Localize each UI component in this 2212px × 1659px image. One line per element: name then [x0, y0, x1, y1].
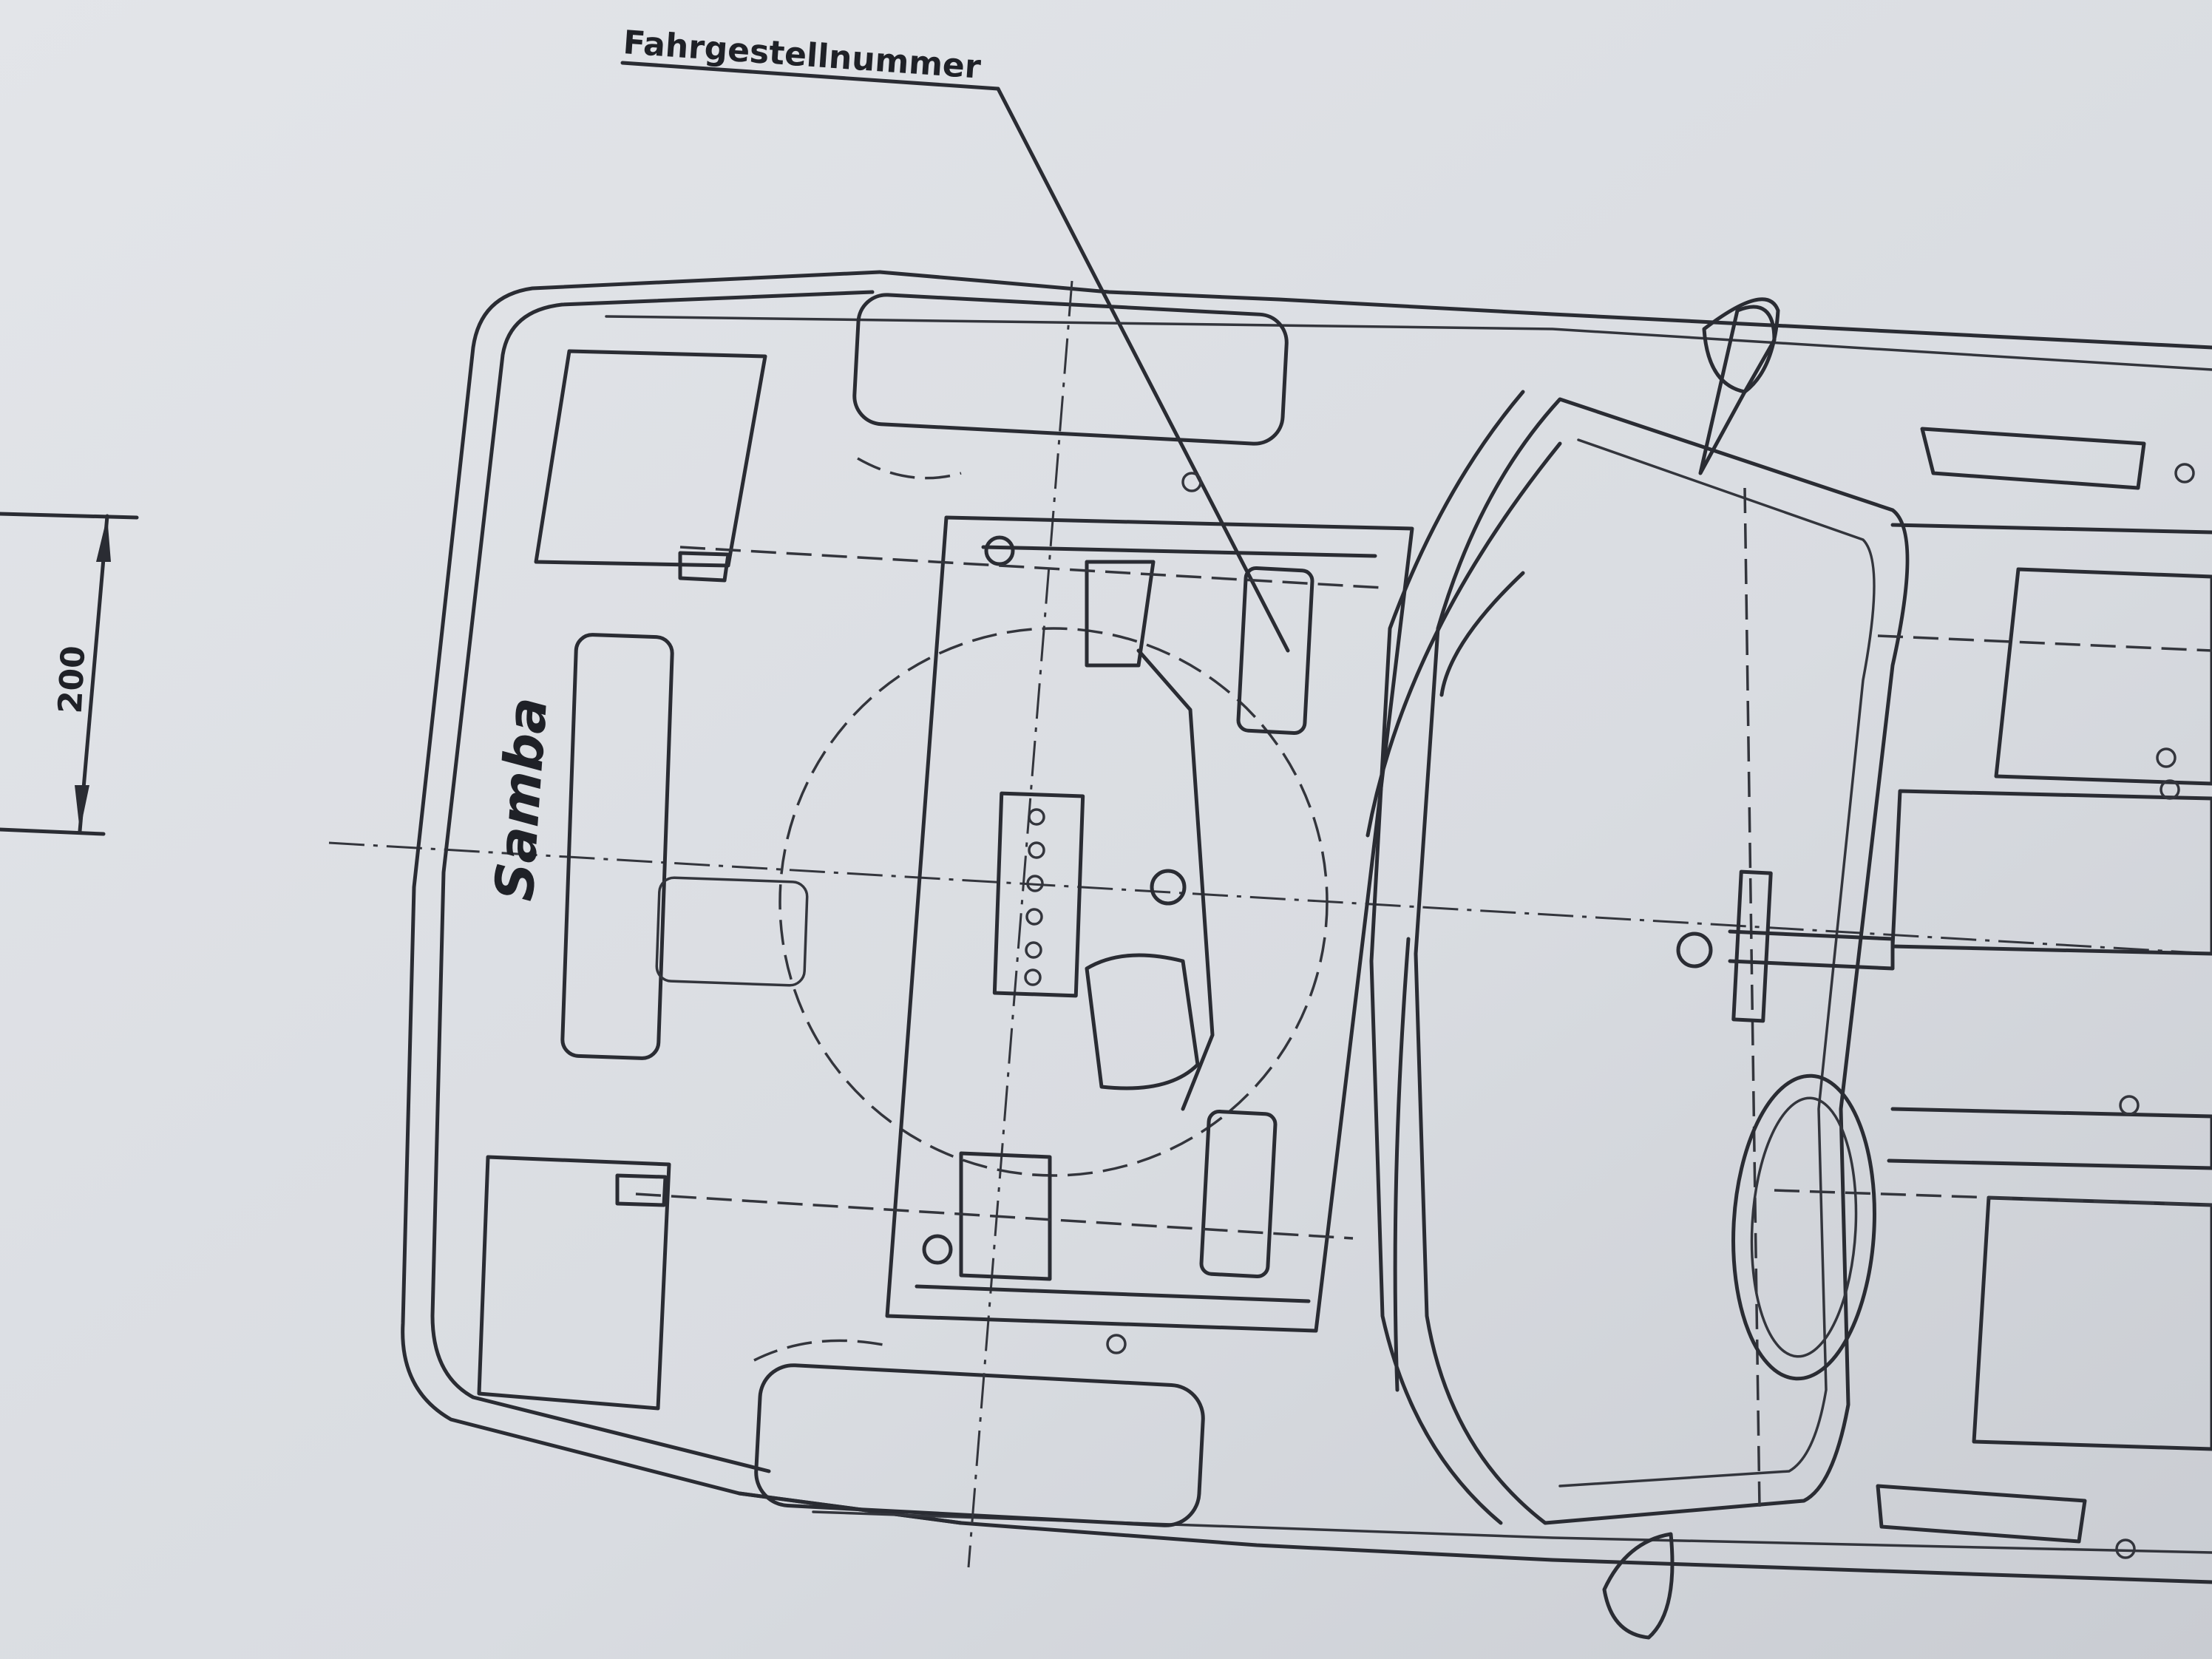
steering-wheel [1731, 1073, 1876, 1381]
samba-badge: Samba [483, 695, 559, 903]
bonnet-and-windscreen [1365, 297, 1910, 1640]
rack-bolt-6 [1024, 968, 1042, 986]
dimension-value: 200 [52, 645, 93, 714]
door-handle-left [1920, 427, 2146, 490]
rivet-4 [2119, 1095, 2140, 1116]
callout-underline [620, 61, 1000, 91]
centerline [328, 841, 2212, 955]
steering-linkage [1136, 648, 1215, 1111]
gear-knob [1676, 932, 1713, 968]
bonnet-rear-edge [1369, 390, 1525, 1525]
tow-eye-housing [655, 876, 809, 987]
door-handle-right [1876, 1484, 2087, 1544]
pinion-bolt [1150, 869, 1187, 906]
suspension-arm-lower-right [959, 1151, 1052, 1281]
dimension-arrow-bottom [75, 785, 89, 831]
dash-bracket [1728, 929, 1895, 971]
headlights [477, 349, 767, 1411]
wiper-left [1365, 441, 1562, 838]
front-axle-centerline [967, 280, 1073, 1568]
side-outline-bottom [737, 1491, 2212, 1584]
front-wheels [753, 280, 1289, 1568]
rack-bolt-2 [1028, 841, 1045, 859]
rack-bolt-4 [1025, 908, 1043, 926]
interior-dashboard [1676, 869, 1895, 1381]
steering-wheel-inner [1750, 1096, 1858, 1358]
number-plate-holder [560, 633, 674, 1060]
front-grille: Samba [483, 633, 809, 1060]
hidden-line-1 [679, 546, 1383, 589]
pedal-box [1731, 869, 1773, 1023]
subframe-rail-top [981, 545, 1377, 558]
suspension-arm-upper-left [1085, 560, 1156, 668]
car-body-outline [401, 270, 2212, 1584]
rack-bolt-5 [1025, 941, 1042, 959]
windscreen-outline [1414, 397, 1910, 1525]
mount-bolt-lower [922, 1234, 953, 1265]
mirror-left [1702, 297, 1780, 394]
wiper-left-blade [1439, 571, 1525, 697]
rivet-1 [2174, 463, 2195, 484]
a-pillar-hidden [1743, 487, 1761, 1509]
dimension-arrow-top [96, 516, 111, 562]
subframe-plate [885, 515, 1414, 1333]
indicator-right [615, 1173, 668, 1207]
interior-seats [1774, 427, 2212, 1559]
seat-rail [1887, 1107, 2212, 1170]
rivet-5 [2115, 1538, 2136, 1559]
windscreen-inner [1558, 438, 1876, 1487]
rack-bolt-1 [1028, 808, 1045, 826]
dimension-extension-top [0, 512, 139, 520]
rack-bolt-3 [1026, 875, 1044, 892]
indicator-left [678, 551, 730, 583]
dimension-200: 200 [0, 512, 139, 836]
side-outline-top [878, 270, 2212, 350]
steering-rack-housing [992, 791, 1085, 998]
front-panel-outline [430, 290, 875, 1473]
wheel-arch-left [857, 457, 962, 480]
callout-leader-line [996, 86, 1290, 653]
floor-edge-top [1890, 523, 2212, 535]
rivet-2 [2156, 747, 2177, 768]
dimension-line [78, 514, 109, 833]
wiper-right [1393, 937, 1411, 1392]
seat-left-cushion [1890, 789, 2212, 956]
wheel-arch-right [753, 1339, 888, 1362]
hidden-line-2 [635, 1192, 1354, 1240]
strut-top-right [1106, 1334, 1127, 1354]
headlight-right [477, 1155, 671, 1411]
strut-top-left [1181, 472, 1202, 492]
dimension-extension-bottom [0, 827, 106, 836]
subframe-rail-bottom [915, 1284, 1311, 1303]
front-subframe [635, 472, 1414, 1354]
spare-wheel-outline [778, 627, 1329, 1177]
side-moulding-top [605, 315, 2212, 371]
front-wheel-left [852, 293, 1289, 446]
mount-bolt-upper [984, 535, 1015, 566]
hidden-floor-1 [1877, 634, 2212, 652]
mirror-right [1602, 1532, 1675, 1640]
front-bumper-outline [401, 270, 963, 1525]
rivet-3 [2160, 779, 2180, 800]
steering-boot [1085, 953, 1200, 1090]
chassis-number-plate [1236, 566, 1314, 735]
seat-left-back [1994, 567, 2212, 786]
brake-unit-right [1199, 1110, 1278, 1278]
hidden-floor-2 [1774, 1189, 2212, 1207]
